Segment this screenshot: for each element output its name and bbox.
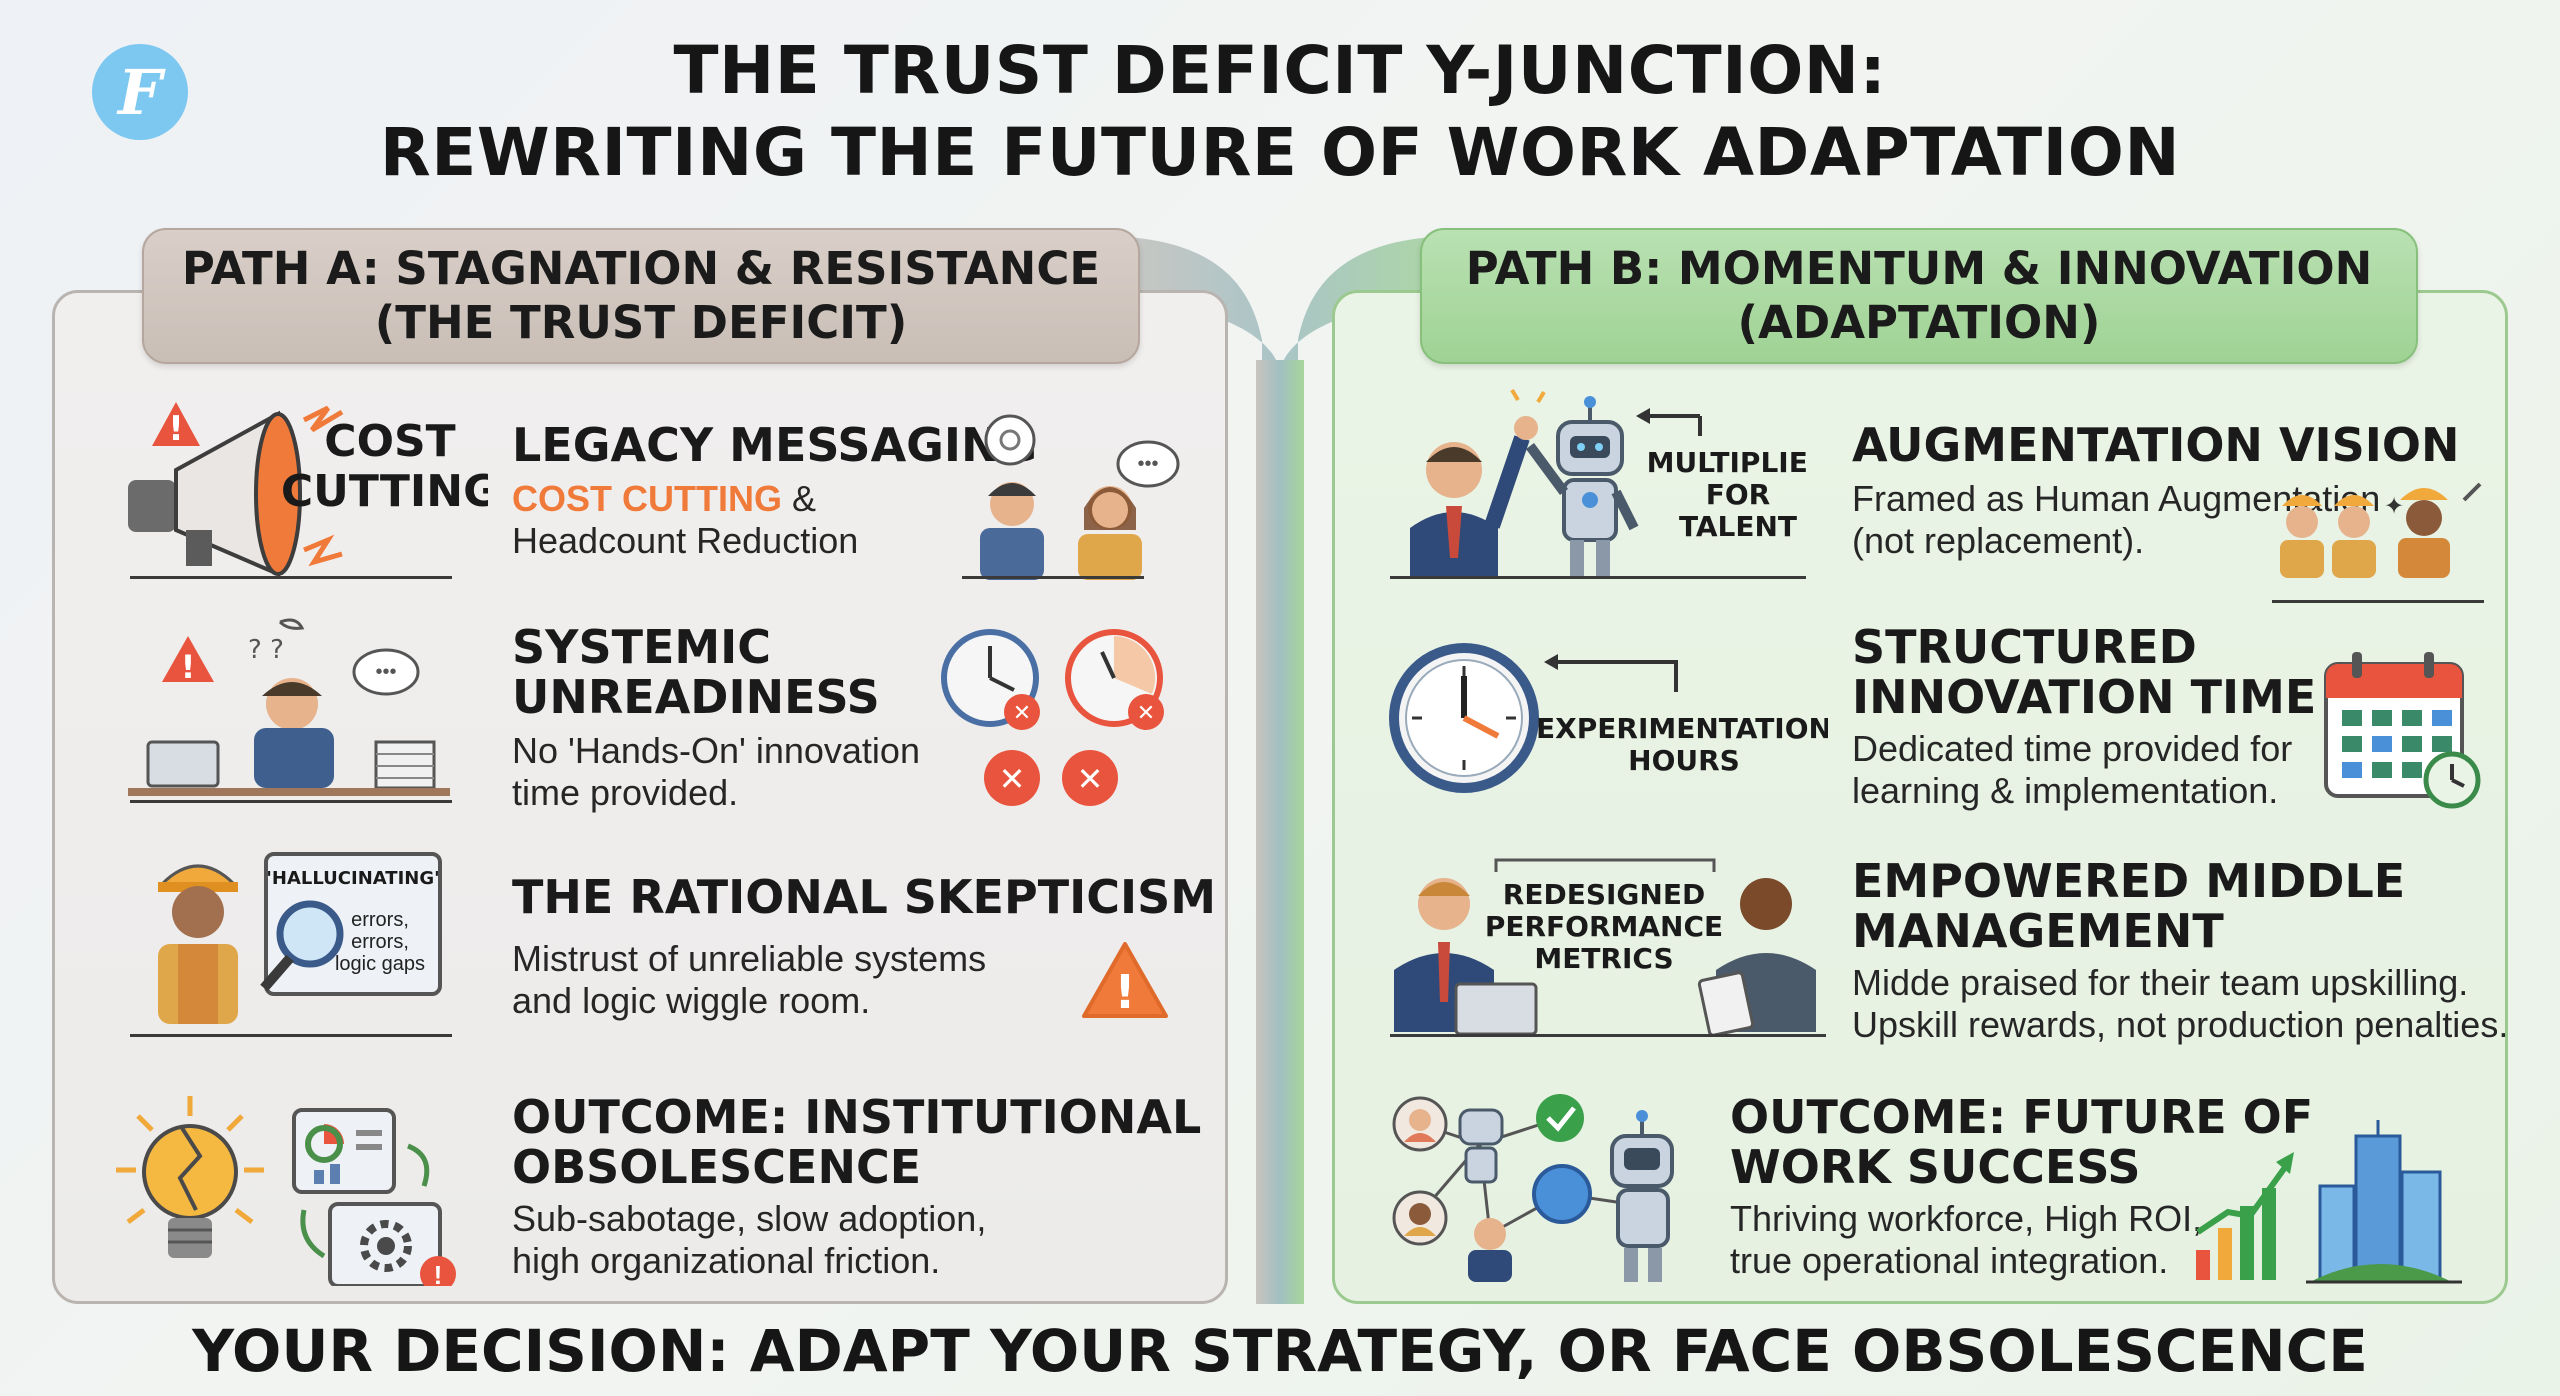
augmentation-desc-2: (not replacement). — [1852, 520, 2145, 561]
systemic-desc-2: time provided. — [512, 772, 739, 813]
legacy-messaging-desc-2: Headcount Reduction — [512, 520, 859, 561]
path-b-panel — [1332, 290, 2508, 1304]
systemic-desc-1: No 'Hands-On' innovation — [512, 730, 920, 771]
outcome-b-title-1: OUTCOME: FUTURE OF — [1730, 1090, 2314, 1144]
systemic-title-2: UNREADINESS — [512, 670, 880, 724]
legacy-messaging-title: LEGACY MESSAGING — [512, 418, 1038, 472]
performance-label: PERFORMANCE — [1485, 910, 1723, 943]
decision-footer: YOUR DECISION: ADAPT YOUR STRATEGY, OR F… — [192, 1317, 2368, 1385]
logic-gaps-label: logic gaps — [335, 953, 425, 975]
managers-icon: REDESIGNED PERFORMANCE METRICS — [1394, 858, 1816, 1037]
svg-text:!: ! — [168, 409, 184, 449]
cost-cutting-accent: COST CUTTING — [512, 478, 782, 519]
concerned-workers-icon: ••• — [980, 414, 1180, 580]
skepticism-title: THE RATIONAL SKEPTICISM — [512, 870, 1216, 924]
empowered-title-1: EMPOWERED MIDDLE — [1852, 854, 2406, 908]
warning-icon: ! — [1082, 942, 1168, 1019]
structured-desc-1: Dedicated time provided for — [1852, 728, 2293, 769]
divider — [1390, 576, 1806, 579]
path-a-header-line-2: (THE TRUST DEFICIT) — [374, 296, 908, 349]
divider — [130, 1034, 452, 1037]
megaphone-icon: ! COST CUTTING — [128, 402, 488, 578]
svg-text:✕: ✕ — [999, 761, 1026, 797]
failed-clocks-icon: ✕ ✕ ✕ ✕ — [941, 629, 1164, 806]
errors-label-2: errors, — [351, 931, 409, 953]
hours-label: HOURS — [1628, 744, 1740, 777]
metrics-label: METRICS — [1534, 942, 1673, 975]
skepticism-desc-1: Mistrust of unreliable systems — [512, 938, 987, 979]
logo-glyph: F — [117, 55, 163, 129]
stressed-worker-icon: ! ? ? ••• — [128, 618, 450, 796]
divider — [130, 576, 452, 579]
augmentation-title: AUGMENTATION VISION — [1852, 418, 2460, 472]
path-b-header-line-2: (ADAPTATION) — [1737, 296, 2101, 349]
svg-text:✕: ✕ — [1077, 761, 1104, 797]
svg-text:✦: ✦ — [2384, 493, 2404, 520]
path-a-header-line-1: PATH A: STAGNATION & RESISTANCE — [181, 242, 1101, 295]
divider — [1390, 1034, 1826, 1037]
svg-text:!: ! — [181, 648, 196, 686]
structured-title-2: INNOVATION TIME — [1852, 670, 2317, 724]
svg-text:? ?: ? ? — [248, 635, 284, 665]
multiplier-label: MULTIPLIER — [1647, 446, 1808, 479]
outcome-b-title-2: WORK SUCCESS — [1730, 1140, 2141, 1194]
workers-team-icon: ✦ — [2280, 482, 2482, 578]
legacy-messaging-desc-1: COST CUTTING & — [512, 478, 816, 519]
cost-label: COST — [324, 416, 455, 467]
errors-label-1: errors, — [351, 909, 409, 931]
svg-text:•••: ••• — [375, 661, 396, 683]
empowered-desc-1: Midde praised for their team upskilling. — [1852, 962, 2469, 1003]
experimentation-label: EXPERIMENTATION — [1536, 712, 1828, 745]
divider — [2272, 600, 2484, 603]
title-line-1: THE TRUST DEFICIT Y-JUNCTION: — [673, 32, 1887, 109]
network-icon — [1392, 1094, 1674, 1282]
empowered-desc-2: Upskill rewards, not production penaltie… — [1852, 1004, 2509, 1045]
structured-desc-2: learning & implementation. — [1852, 770, 2279, 811]
for-label: FOR — [1706, 478, 1771, 511]
legacy-messaging-desc-rest: & — [781, 478, 816, 519]
brand-logo: F — [92, 44, 188, 140]
path-a-header: PATH A: STAGNATION & RESISTANCE (THE TRU… — [142, 228, 1140, 364]
svg-text:✕: ✕ — [1013, 700, 1031, 725]
outcome-a-title-2: OBSOLESCENCE — [512, 1140, 922, 1194]
title-line-2: REWRITING THE FUTURE OF WORK ADAPTATION — [379, 114, 2181, 191]
systemic-title-1: SYSTEMIC — [512, 620, 772, 674]
redesigned-label: REDESIGNED — [1503, 878, 1705, 911]
broken-bulb-icon: ! — [116, 1096, 456, 1286]
hallucinating-label: 'HALLUCINATING' — [266, 868, 439, 889]
path-b-header: PATH B: MOMENTUM & INNOVATION (ADAPTATIO… — [1420, 228, 2418, 364]
cutting-label: CUTTING — [281, 466, 488, 517]
svg-text:!: ! — [1115, 965, 1136, 1019]
outcome-b-desc-2: true operational integration. — [1730, 1240, 2169, 1281]
svg-text:✕: ✕ — [1137, 700, 1155, 725]
growth-chart-icon — [2196, 1120, 2462, 1284]
divider — [962, 576, 1144, 579]
skepticism-desc-2: and logic wiggle room. — [512, 980, 871, 1021]
divider — [130, 800, 452, 803]
empowered-title-2: MANAGEMENT — [1852, 904, 2224, 958]
clock-icon: EXPERIMENTATION HOURS — [1389, 643, 1828, 793]
page-title: THE TRUST DEFICIT Y-JUNCTION: REWRITING … — [0, 30, 2560, 194]
outcome-a-desc-2: high organizational friction. — [512, 1240, 941, 1281]
svg-text:!: ! — [434, 1260, 443, 1286]
talent-label: TALENT — [1679, 510, 1797, 543]
outcome-b-desc-1: Thriving workforce, High ROI, — [1730, 1198, 2203, 1239]
calendar-icon — [2324, 652, 2481, 809]
magnifier-worker-icon: 'HALLUCINATING' errors, errors, logic ga… — [158, 852, 442, 1024]
outcome-a-title-1: OUTCOME: INSTITUTIONAL — [512, 1090, 1202, 1144]
robot-handshake-icon: MULTIPLIER FOR TALENT — [1410, 388, 1808, 578]
structured-title-1: STRUCTURED — [1852, 620, 2197, 674]
path-b-header-line-1: PATH B: MOMENTUM & INNOVATION — [1465, 242, 2373, 295]
outcome-a-desc-1: Sub-sabotage, slow adoption, — [512, 1198, 987, 1239]
svg-text:•••: ••• — [1137, 453, 1158, 475]
